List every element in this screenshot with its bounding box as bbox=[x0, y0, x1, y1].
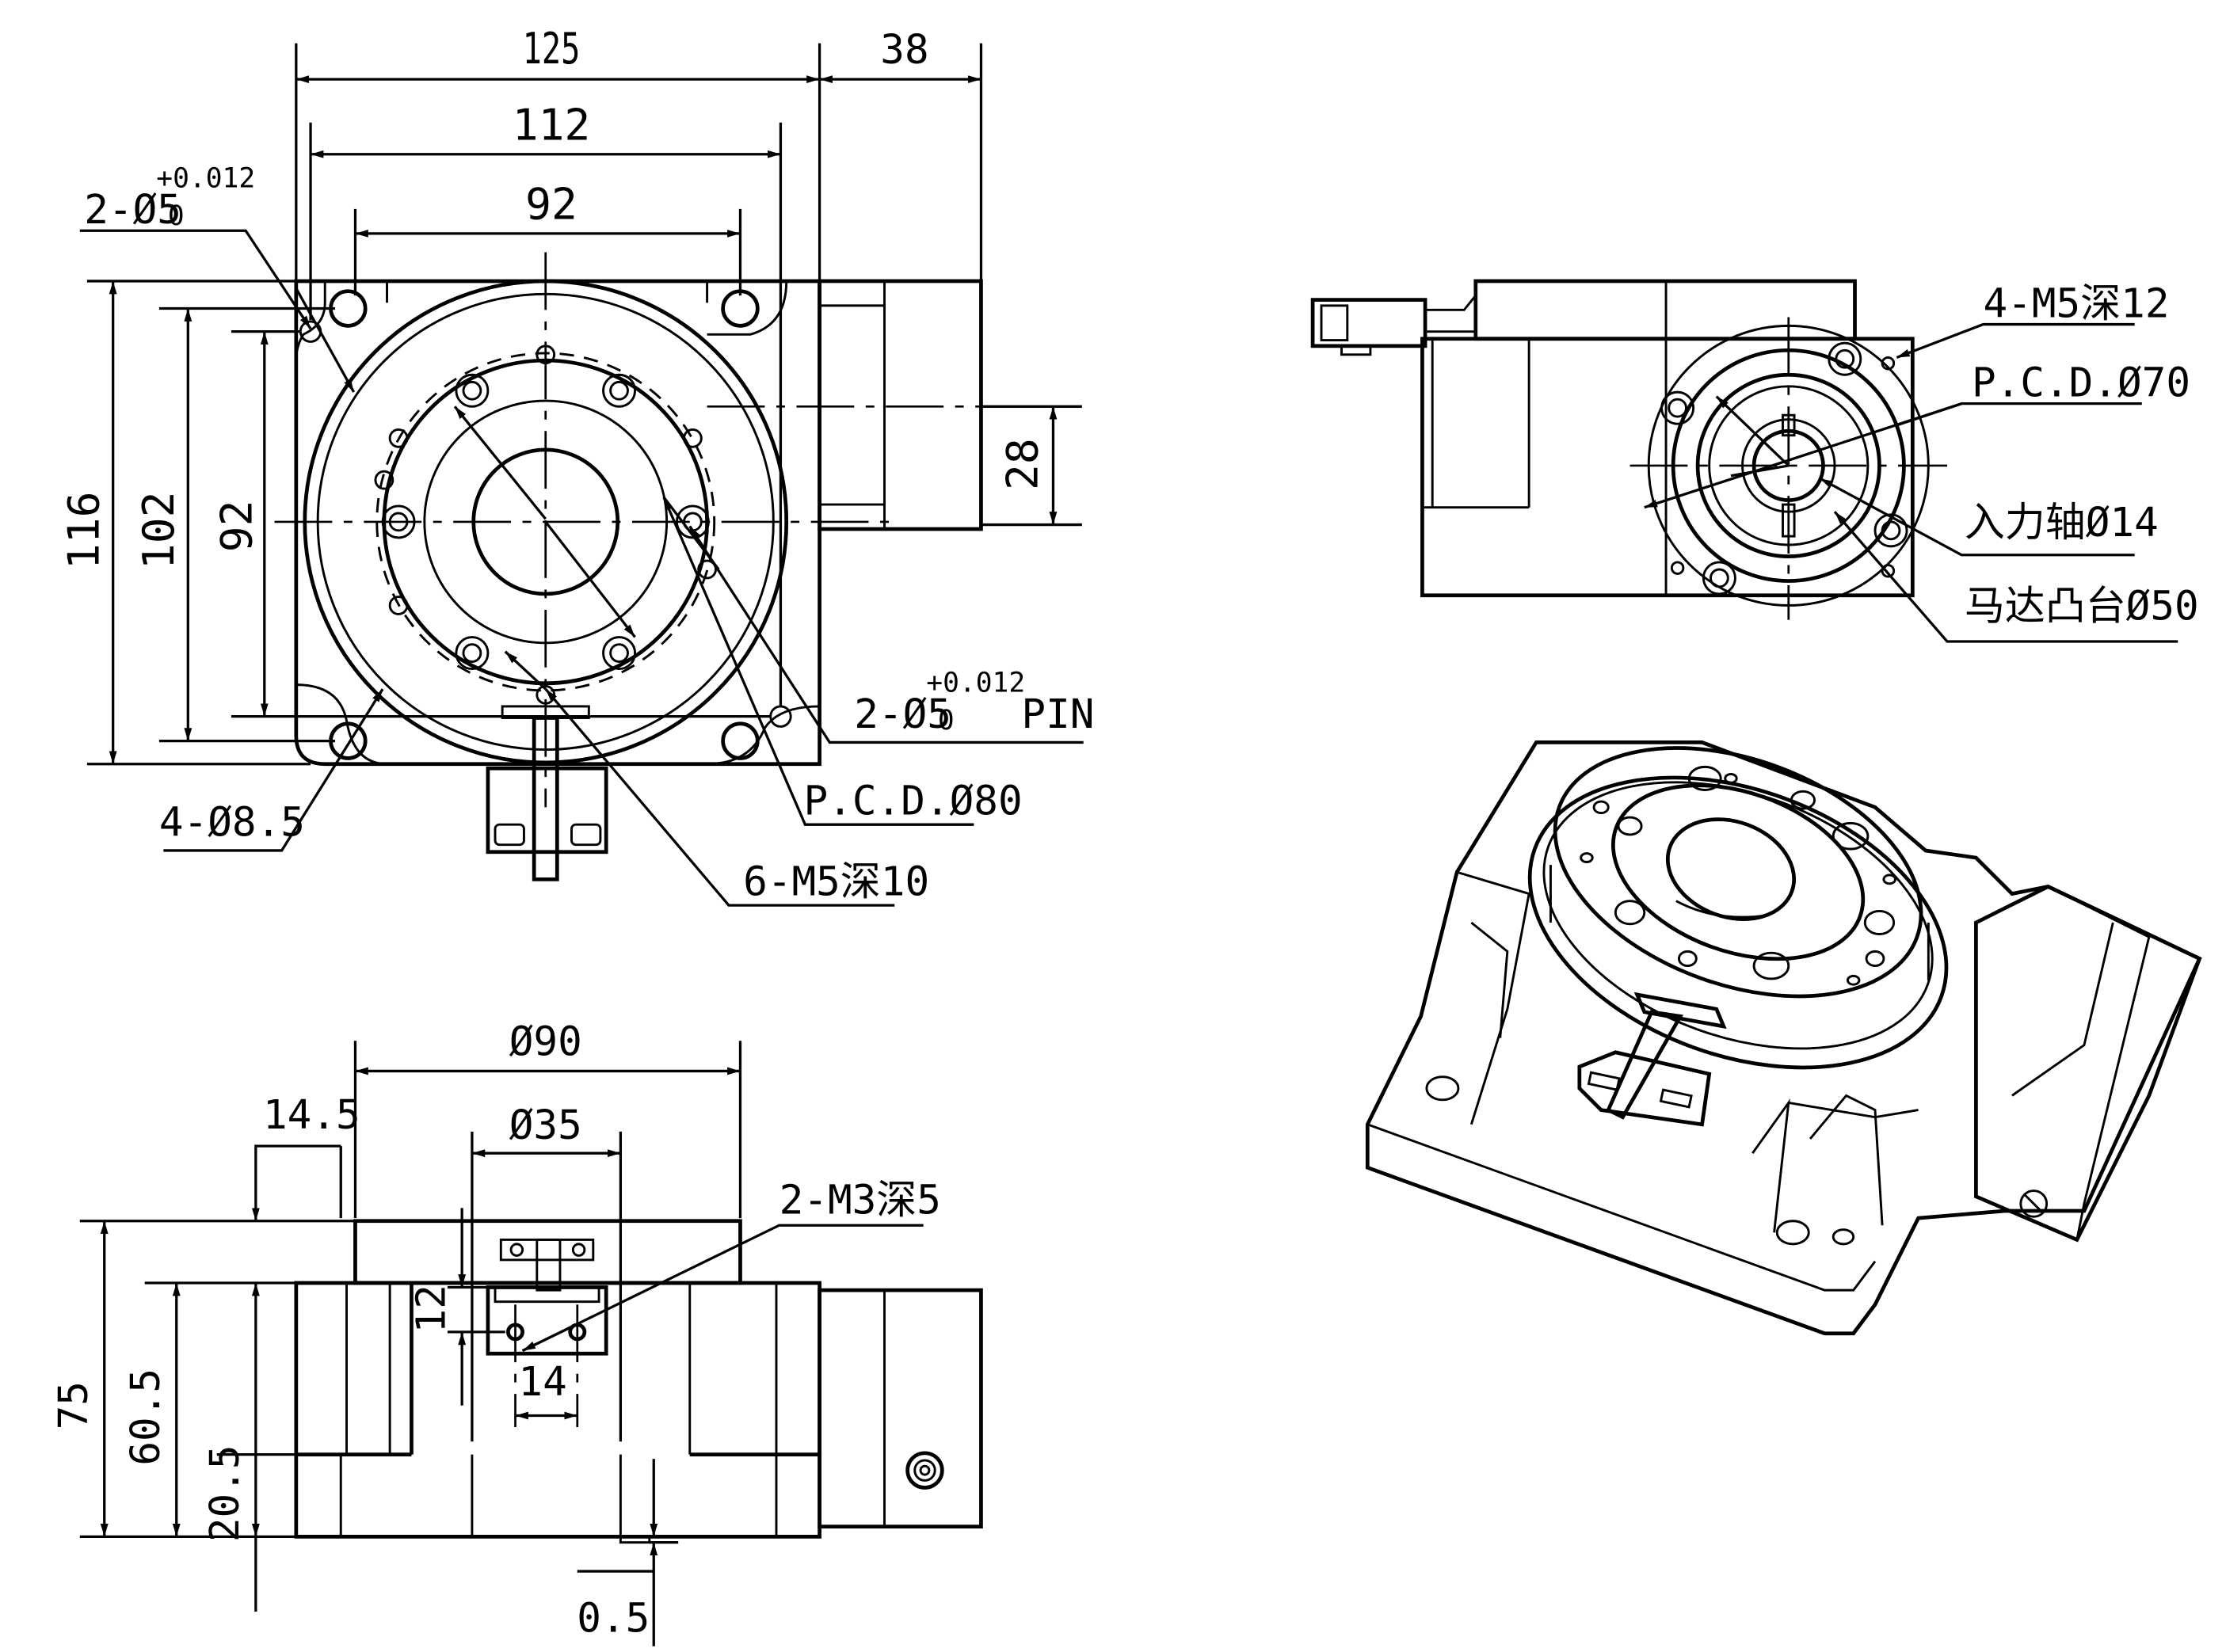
callout-threaded-holes: 6-M5深10 bbox=[743, 858, 929, 905]
callout-pin-holes-top: 2-Ø5 bbox=[84, 187, 181, 234]
dim-thread-spacing: 14 bbox=[518, 1359, 566, 1406]
dim-height-overall: 116 bbox=[58, 492, 109, 570]
dim-height-pins: 92 bbox=[211, 501, 261, 553]
callout-pin-suffix: PIN bbox=[1021, 691, 1094, 738]
dim-height-holes: 102 bbox=[133, 492, 184, 570]
callout-motor-pcd: P.C.D.Ø70 bbox=[1972, 360, 2190, 407]
dim-hole-spacing: 112 bbox=[513, 100, 591, 150]
callout-mount-holes: 4-Ø8.5 bbox=[159, 800, 305, 847]
dim-sensor-height: 12 bbox=[408, 1285, 455, 1333]
front-view: Ø90 Ø35 14.5 14 12 75 60.5 20.5 0.5 2-M3… bbox=[51, 1018, 983, 1646]
callout-motor-threads: 4-M5深12 bbox=[1984, 280, 2170, 327]
dim-pin-spacing: 92 bbox=[525, 179, 577, 230]
callout-input-shaft: 入力轴Ø14 bbox=[1965, 500, 2159, 546]
dim-motor-offset: 28 bbox=[997, 438, 1047, 490]
tolerance-lower-top: 0 bbox=[168, 200, 185, 232]
dim-hub-dia: Ø35 bbox=[509, 1102, 582, 1149]
top-view: 125 38 112 92 116 102 92 28 2-Ø5 +0.012 … bbox=[58, 23, 1094, 907]
tolerance-lower-bottom: 0 bbox=[938, 705, 955, 737]
dim-offset-left: 14.5 bbox=[263, 1092, 360, 1139]
dim-flange-dia: Ø90 bbox=[509, 1018, 582, 1065]
callout-pcd: P.C.D.Ø80 bbox=[804, 778, 1023, 824]
tolerance-upper-top: +0.012 bbox=[156, 163, 255, 195]
dim-height-base: 20.5 bbox=[202, 1445, 249, 1542]
tolerance-upper-bottom: +0.012 bbox=[926, 668, 1025, 699]
side-view: 4-M5深12 P.C.D.Ø70 入力轴Ø14 马达凸台Ø50 bbox=[1310, 279, 2199, 643]
callout-sensor-threads: 2-M3深5 bbox=[779, 1178, 941, 1224]
dim-height-body: 60.5 bbox=[123, 1368, 170, 1466]
dim-motor-length: 38 bbox=[880, 27, 928, 74]
dim-clearance: 0.5 bbox=[577, 1596, 650, 1642]
callout-motor-boss: 马达凸台Ø50 bbox=[1965, 584, 2199, 630]
dim-height-overall: 75 bbox=[51, 1381, 97, 1429]
isometric-view bbox=[1365, 740, 2202, 1336]
callout-pin-holes-bottom: 2-Ø5 bbox=[854, 691, 951, 738]
dim-width-overall: 125 bbox=[523, 23, 581, 74]
